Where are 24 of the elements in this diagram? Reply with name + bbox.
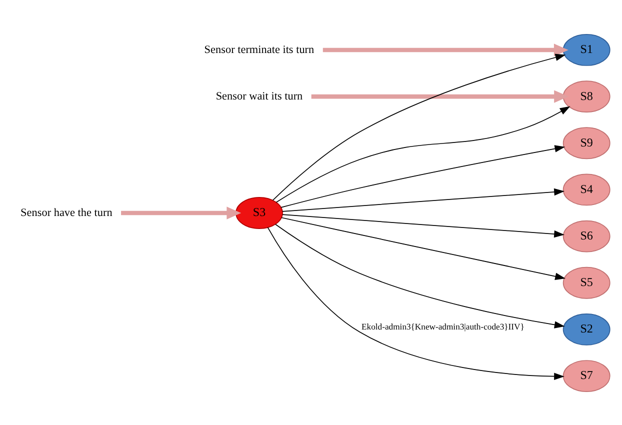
arrow bbox=[322, 43, 568, 56]
node-ellipse: S1 bbox=[562, 34, 610, 66]
arrow bbox=[280, 144, 566, 208]
node-text: Sensor wait its turn bbox=[216, 90, 303, 102]
node-ellipse: S4 bbox=[562, 173, 610, 206]
node-ellipse: S2 bbox=[562, 312, 610, 345]
node-ellipse: S7 bbox=[562, 360, 610, 392]
arrow bbox=[282, 214, 564, 238]
arrow bbox=[272, 53, 566, 200]
node-ellipse: S8 bbox=[562, 80, 610, 112]
node-text: Sensor terminate its turn bbox=[204, 43, 314, 56]
edge-label: Ekold-admin3{Knew-admin3|auth-code3}IIV} bbox=[362, 320, 524, 331]
node-ellipse: S3 bbox=[236, 196, 283, 228]
node-ellipse: S9 bbox=[562, 126, 610, 159]
arrow bbox=[311, 90, 569, 102]
arrow bbox=[121, 206, 242, 219]
arrow bbox=[282, 188, 564, 212]
arrow bbox=[267, 226, 564, 380]
arrow bbox=[275, 223, 565, 328]
arrow bbox=[281, 216, 566, 280]
node-ellipse: S6 bbox=[562, 220, 610, 252]
node-ellipse: S5 bbox=[562, 266, 610, 298]
node-text: Sensor have the turn bbox=[20, 206, 112, 218]
arrow bbox=[276, 106, 570, 202]
